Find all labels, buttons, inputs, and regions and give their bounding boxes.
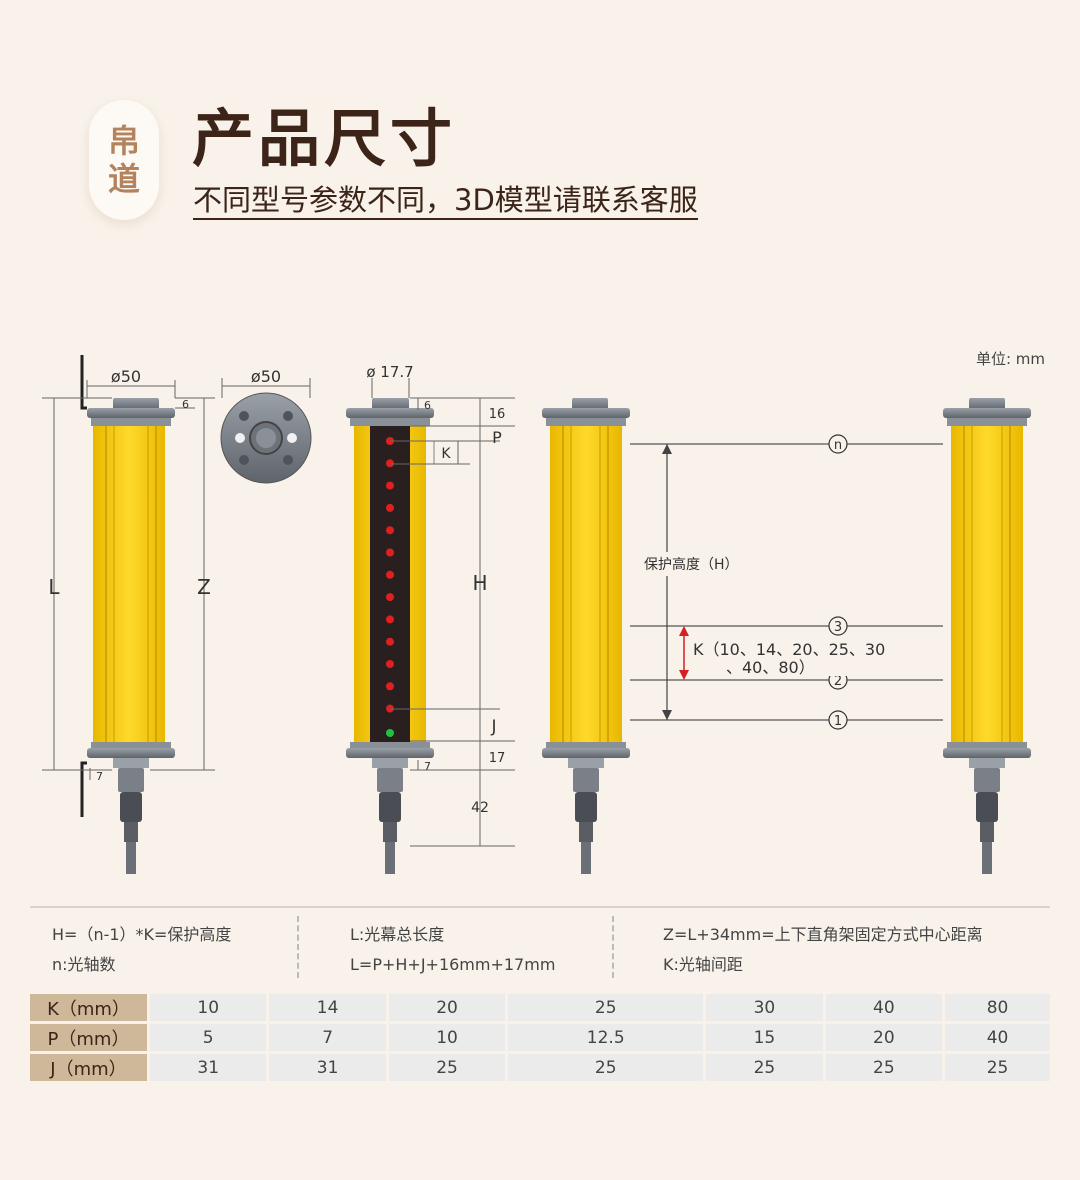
protect-height-label: 保护高度（H） <box>644 556 739 573</box>
unit-label: 单位: mm <box>976 350 1045 368</box>
red-led-dot <box>386 570 394 579</box>
front-view: ø 17.7 16 P H J 17 42 K 6 7 <box>346 363 515 874</box>
red-led-dot <box>386 459 394 468</box>
note-formula-h: H=（n-1）*K=保护高度 <box>52 925 232 944</box>
red-led-dot <box>386 503 394 512</box>
beam-2: 2 <box>834 674 842 689</box>
k-values-line2: 、40、80） <box>726 658 815 677</box>
table-cell: 25 <box>945 1054 1050 1081</box>
notes-separator-2 <box>612 916 614 978</box>
side-Z-label: Z <box>197 575 211 599</box>
front-bottom-small: 7 <box>424 760 431 773</box>
red-led-dot <box>386 615 394 624</box>
side-bottom-dim: 7 <box>96 770 103 783</box>
red-led-dot <box>386 548 394 557</box>
table-cell: 10 <box>150 994 270 1021</box>
red-led-dot <box>386 481 394 490</box>
page-title: 产品尺寸 <box>192 102 457 175</box>
front-led-strip <box>370 426 410 742</box>
notes-separator-1 <box>297 916 299 978</box>
table-cell: 40 <box>825 994 946 1021</box>
table-cell: 12.5 <box>508 1024 707 1051</box>
front-dim-K: K <box>441 446 451 462</box>
page-subtitle: 不同型号参数不同，3D模型请联系客服 <box>193 182 698 220</box>
table-cell: 7 <box>269 1024 389 1051</box>
table-cell: 20 <box>825 1024 946 1051</box>
green-led-dot <box>386 729 394 737</box>
notes-col-3: Z=L+34mm=上下直角架固定方式中心距离 K:光轴间距 <box>663 920 983 980</box>
table-cell: 25 <box>508 1054 707 1081</box>
section-divider <box>30 906 1050 908</box>
front-dim-42: 42 <box>471 800 489 816</box>
table-cell: 25 <box>508 994 707 1021</box>
top-view: ø50 <box>220 367 312 484</box>
side-yellow-body <box>93 426 165 742</box>
table-cell: 31 <box>269 1054 389 1081</box>
badge-char-2: 道 <box>107 160 140 198</box>
front-diameter: ø 17.7 <box>366 363 413 381</box>
table-cell: 25 <box>825 1054 946 1081</box>
table-cell: 80 <box>945 994 1050 1021</box>
pair-view: n 3 2 1 保护高度（H） K（10、14、20、25、30 、40、80） <box>542 398 1031 874</box>
table-cell: 14 <box>269 994 389 1021</box>
note-k: K:光轴间距 <box>663 955 743 974</box>
dimension-drawing: 单位: mm ø50 L Z 6 7 <box>42 350 1045 874</box>
table-row-header: P（mm） <box>30 1024 150 1051</box>
front-dim-17: 17 <box>489 751 506 766</box>
badge-char-1: 帛 <box>107 122 140 160</box>
beam-1: 1 <box>834 714 842 729</box>
front-dim-H: H <box>472 571 487 595</box>
note-formula-z: Z=L+34mm=上下直角架固定方式中心距离 <box>663 925 983 944</box>
red-led-dot <box>386 526 394 535</box>
top-diameter: ø50 <box>251 367 281 386</box>
table-cell: 5 <box>150 1024 270 1051</box>
beam-3: 3 <box>834 620 842 635</box>
table-row-header: K（mm） <box>30 994 150 1021</box>
brand-badge: 帛 道 <box>89 100 159 220</box>
table-cell: 15 <box>706 1024 826 1051</box>
front-top-small: 6 <box>424 399 431 412</box>
notes-col-1: H=（n-1）*K=保护高度 n:光轴数 <box>52 920 231 980</box>
table-cell: 25 <box>388 1054 509 1081</box>
table-cell: 40 <box>945 1024 1050 1051</box>
note-formula-l: L=P+H+J+16mm+17mm <box>350 955 556 974</box>
side-top-dim: 6 <box>182 398 189 411</box>
front-dim-P: P <box>492 428 502 447</box>
red-led-dot <box>386 660 394 668</box>
red-led-dot <box>386 593 394 602</box>
red-led-dot <box>386 637 394 646</box>
table-cell: 25 <box>706 1054 826 1081</box>
table-row-header: J（mm） <box>30 1054 150 1081</box>
red-led-dot <box>386 682 394 691</box>
side-L-label: L <box>48 575 60 599</box>
table-cell: 10 <box>388 1024 509 1051</box>
note-n: n:光轴数 <box>52 955 116 974</box>
note-l: L:光幕总长度 <box>350 925 445 944</box>
notes-col-2: L:光幕总长度 L=P+H+J+16mm+17mm <box>350 920 555 980</box>
k-values-line1: K（10、14、20、25、30 <box>693 640 885 659</box>
side-view: ø50 L Z 6 7 <box>42 355 215 874</box>
led-column <box>386 437 394 737</box>
table-cell: 20 <box>388 994 509 1021</box>
table-cell: 30 <box>706 994 826 1021</box>
front-dim-J: J <box>490 717 496 737</box>
side-diameter: ø50 <box>111 367 141 386</box>
front-dim-16: 16 <box>489 407 506 422</box>
table-cell: 31 <box>150 1054 270 1081</box>
beam-n: n <box>834 438 842 453</box>
